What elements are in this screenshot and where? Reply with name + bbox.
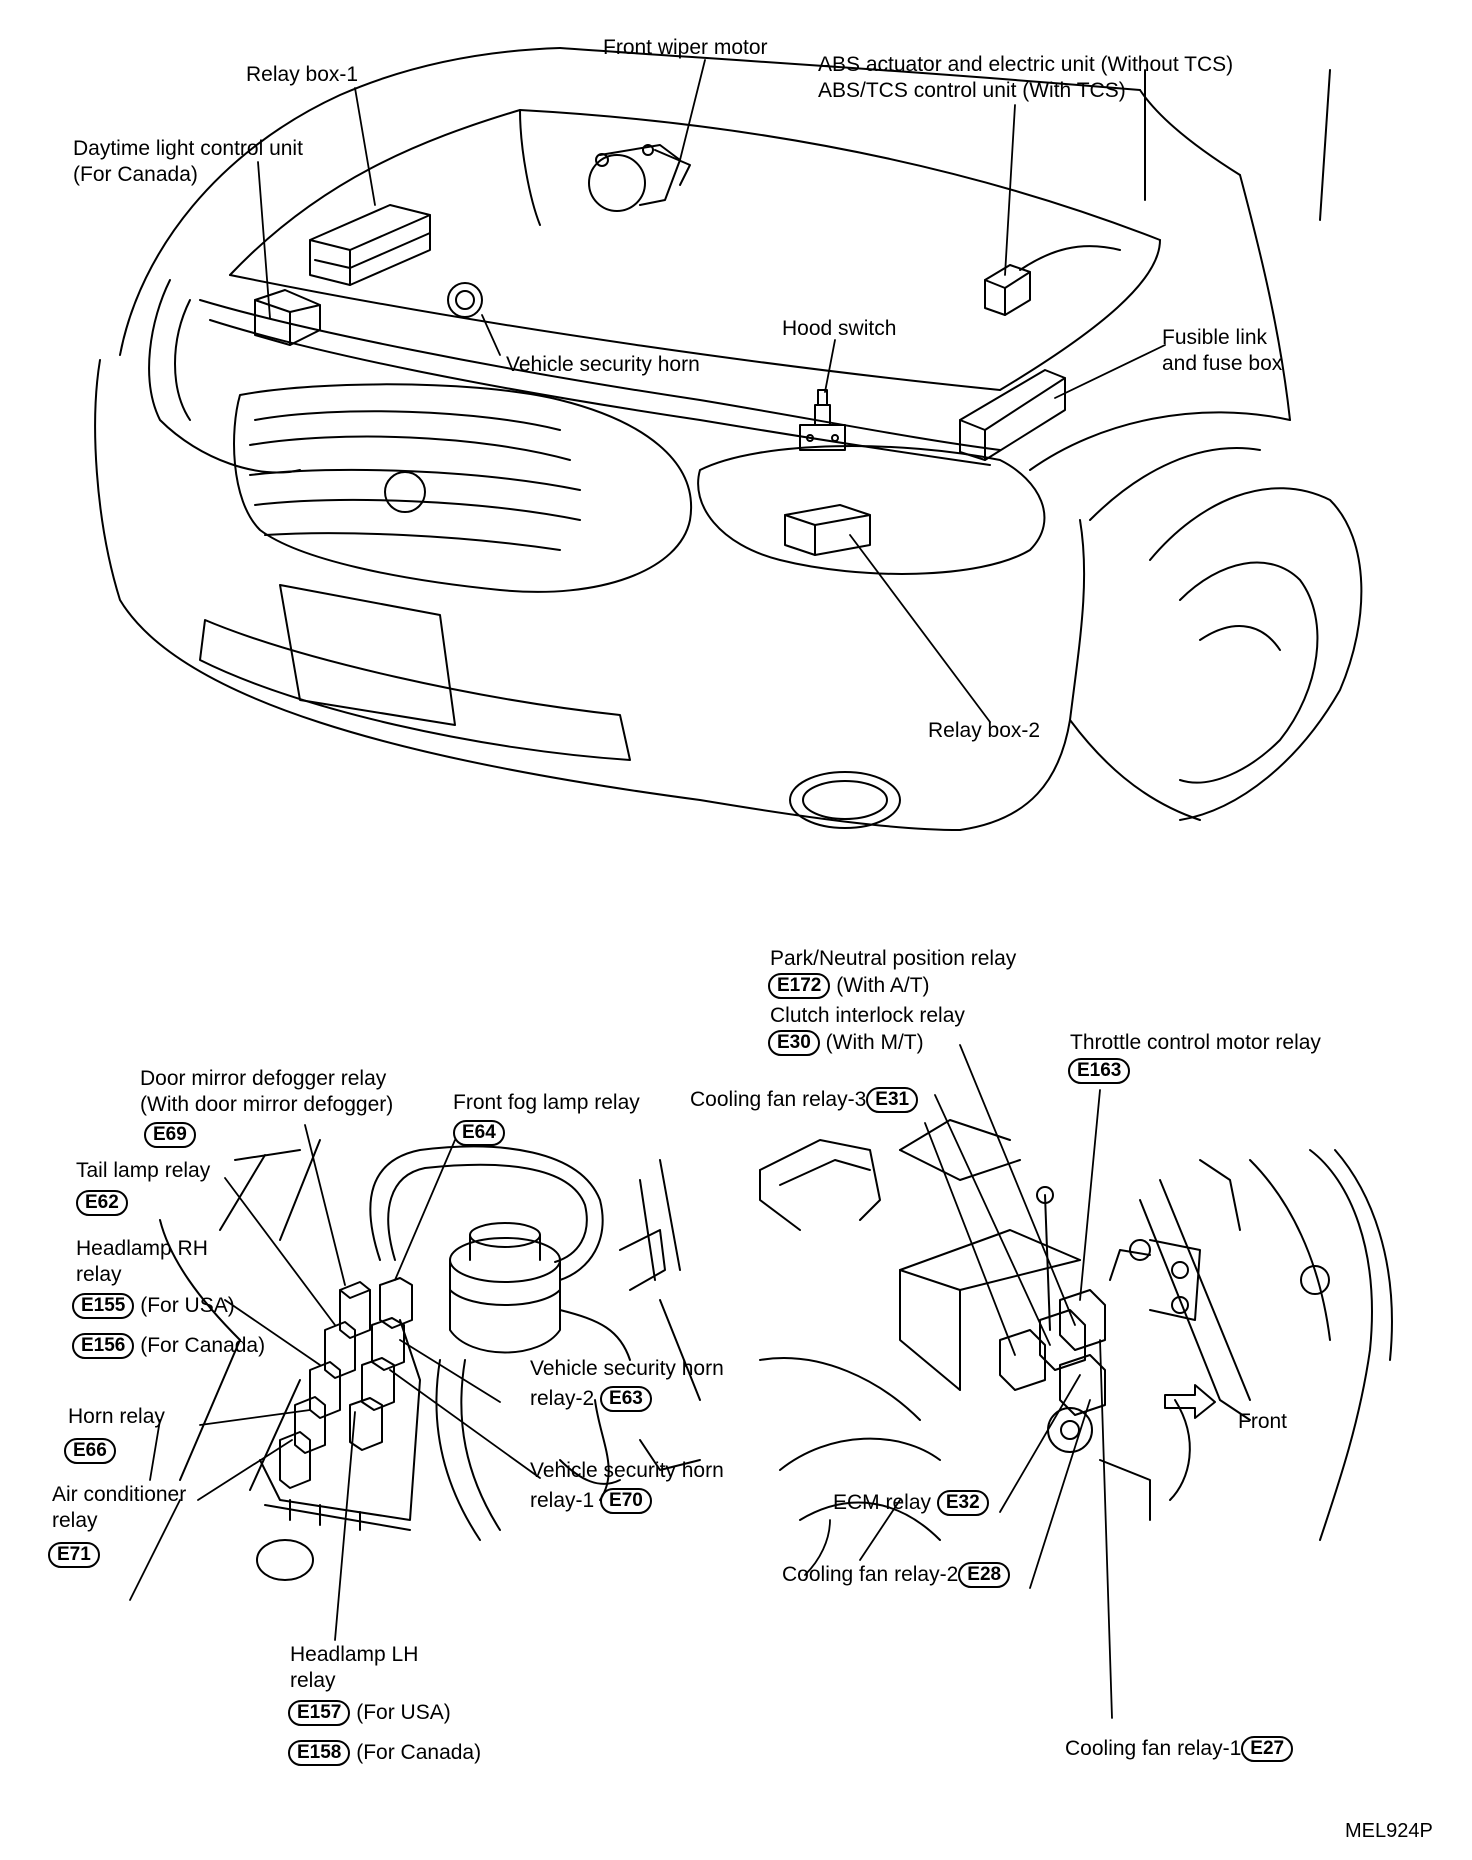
- left-relay-cluster-illustration: [159, 1139, 701, 1581]
- label-with-mt: (With M/T): [825, 1031, 924, 1055]
- label-headlamp-lh-line1: Headlamp LH: [290, 1643, 419, 1666]
- label-hood-switch: Hood switch: [782, 317, 897, 340]
- row-e155: E155 (For USA): [72, 1293, 235, 1320]
- label-relay-box-2: Relay box-2: [928, 719, 1041, 742]
- row-e163: E163: [1068, 1058, 1131, 1085]
- row-vsh1: relay-1 E70: [530, 1488, 652, 1515]
- row-e158: E158 (For Canada): [288, 1740, 482, 1767]
- connector-badge: E32: [936, 1490, 989, 1517]
- row-e71: E71: [48, 1542, 100, 1569]
- label-tail-lamp: Tail lamp relay: [76, 1159, 211, 1182]
- label-ac-line2: relay: [52, 1509, 98, 1532]
- label-headlamp-rh-line2: relay: [76, 1263, 122, 1286]
- row-e156: E156 (For Canada): [72, 1333, 266, 1360]
- label-cooling-fan-2: Cooling fan relay-2: [782, 1563, 959, 1587]
- label-fusible-line2: and fuse box: [1162, 352, 1283, 375]
- label-abs-line1: ABS actuator and electric unit (Without …: [818, 53, 1234, 76]
- label-with-at: (With A/T): [836, 974, 930, 998]
- row-vsh2: relay-2 E63: [530, 1386, 652, 1413]
- label-daytime-line1: Daytime light control unit: [73, 137, 303, 160]
- connector-badge: E156: [72, 1333, 135, 1360]
- connector-badge: E64: [453, 1120, 505, 1147]
- label-front-wiper-motor: Front wiper motor: [603, 36, 768, 59]
- connector-badge: E27: [1241, 1736, 1294, 1763]
- label-door-mirror-line2: (With door mirror defogger): [140, 1093, 394, 1116]
- label-fusible-line1: Fusible link: [1162, 326, 1268, 349]
- label-headlamp-lh-line2: relay: [290, 1669, 336, 1692]
- connector-badge: E66: [64, 1438, 116, 1465]
- label-vsh2-line1: Vehicle security horn: [530, 1357, 724, 1380]
- row-e157: E157 (For USA): [288, 1700, 451, 1727]
- label-ecm-relay: ECM relay: [833, 1491, 932, 1515]
- label-vsh1-line1: Vehicle security horn: [530, 1459, 724, 1482]
- label-vehicle-security-horn: Vehicle security horn: [506, 353, 700, 376]
- connector-badge: E30: [768, 1030, 820, 1057]
- label-ac-line1: Air conditioner: [52, 1483, 187, 1506]
- label-headlamp-rh-line1: Headlamp RH: [76, 1237, 208, 1260]
- connector-badge: E157: [288, 1700, 351, 1727]
- figure-code: MEL924P: [1345, 1820, 1433, 1842]
- upper-leader-lines: [257, 59, 1166, 723]
- label-cooling-fan-1: Cooling fan relay-1: [1065, 1737, 1242, 1761]
- vehicle-front-illustration: [94, 47, 1363, 831]
- row-e66: E66: [64, 1438, 116, 1465]
- row-e30: E30 (With M/T): [768, 1030, 924, 1057]
- label-abs-line2: ABS/TCS control unit (With TCS): [818, 79, 1126, 102]
- left-leader-lines: [129, 1124, 541, 1641]
- label-clutch-interlock: Clutch interlock relay: [770, 1004, 965, 1027]
- label-daytime-line2: (For Canada): [73, 163, 198, 186]
- row-ecm-relay: ECM relay E32: [833, 1490, 989, 1517]
- label-relay-box-1: Relay box-1: [246, 63, 359, 86]
- label-front-fog: Front fog lamp relay: [453, 1091, 640, 1114]
- label-for-canada: (For Canada): [140, 1334, 266, 1358]
- connector-badge: E31: [866, 1087, 919, 1114]
- connector-badge: E163: [1068, 1058, 1131, 1085]
- label-vsh1-line2: relay-1: [530, 1489, 595, 1513]
- label-throttle-relay: Throttle control motor relay: [1070, 1031, 1321, 1054]
- label-vsh2-line2: relay-2: [530, 1387, 595, 1411]
- connector-badge: E62: [76, 1190, 128, 1217]
- connector-badge: E155: [72, 1293, 135, 1320]
- row-e69: E69: [144, 1122, 196, 1149]
- row-e64: E64: [453, 1120, 505, 1147]
- label-door-mirror-line1: Door mirror defogger relay: [140, 1067, 387, 1090]
- label-for-usa: (For USA): [356, 1701, 451, 1725]
- row-e172: E172 (With A/T): [768, 973, 930, 1000]
- label-for-usa: (For USA): [140, 1294, 235, 1318]
- connector-badge: E172: [768, 973, 831, 1000]
- right-leader-lines: [804, 1044, 1113, 1719]
- label-for-canada: (For Canada): [356, 1741, 482, 1765]
- label-cooling-fan-3: Cooling fan relay-3: [690, 1088, 867, 1112]
- connector-badge: E69: [144, 1122, 196, 1149]
- label-front: Front: [1238, 1410, 1288, 1433]
- connector-badge: E28: [958, 1562, 1011, 1589]
- label-park-neutral: Park/Neutral position relay: [770, 947, 1017, 970]
- connector-badge: E71: [48, 1542, 100, 1569]
- connector-badge: E63: [600, 1386, 652, 1413]
- right-engine-bay-illustration: [759, 1119, 1393, 1541]
- connector-badge: E70: [600, 1488, 652, 1515]
- connector-badge: E158: [288, 1740, 351, 1767]
- label-horn-relay: Horn relay: [68, 1405, 165, 1428]
- row-e62: E62: [76, 1190, 128, 1217]
